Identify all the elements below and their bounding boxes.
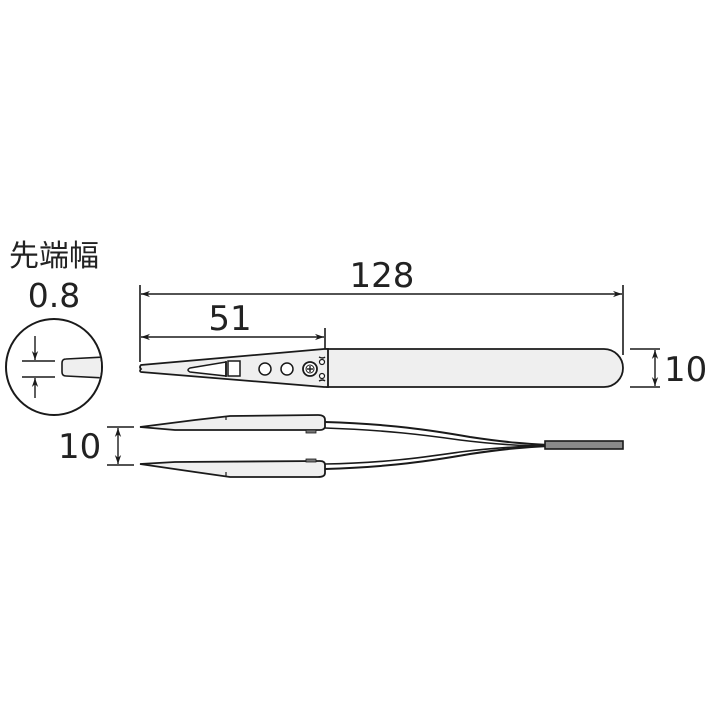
tweezers-top-view xyxy=(139,348,624,388)
tip-opening-value: 10 xyxy=(58,427,101,467)
overall-length-value: 128 xyxy=(350,256,415,296)
tweezers-side-view xyxy=(139,414,624,478)
dimension-body-thickness: 10 xyxy=(630,348,707,390)
tip-width-label: 先端幅 xyxy=(9,239,99,274)
dimension-overall-length: 128 xyxy=(139,256,624,362)
hole-icon xyxy=(258,362,272,376)
tip-magnifier-circle xyxy=(5,318,103,416)
tip-section-length-value: 51 xyxy=(208,299,251,339)
tip-width-detail: 先端幅 0.8 xyxy=(5,239,103,416)
screw-icon xyxy=(302,361,318,377)
dimension-tip-section-length: 51 xyxy=(141,299,326,350)
tip-width-value: 0.8 xyxy=(28,276,80,315)
dimension-tip-opening: 10 xyxy=(58,426,134,467)
hole-icon xyxy=(280,362,294,376)
body-thickness-value: 10 xyxy=(664,350,707,390)
